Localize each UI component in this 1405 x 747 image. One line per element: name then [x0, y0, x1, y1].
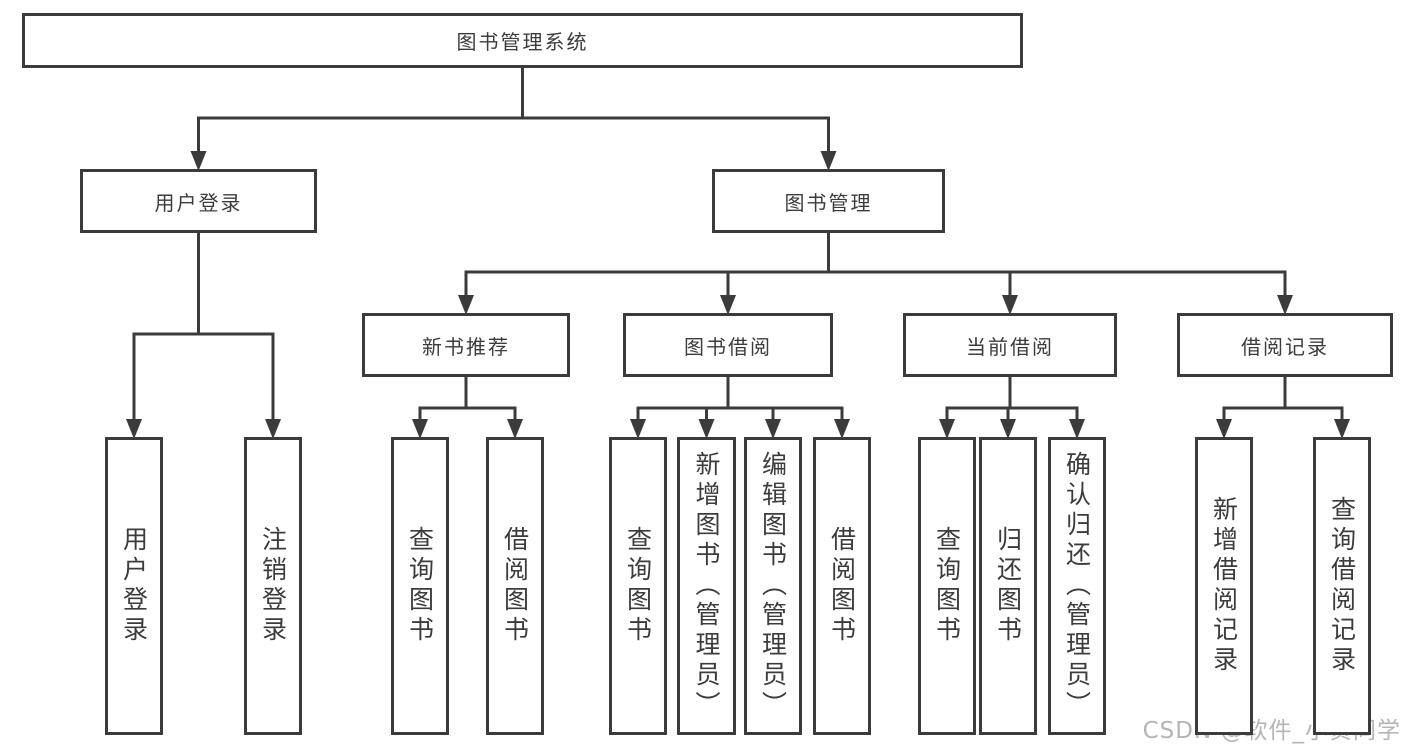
node-br-add-record: 新增借阅记录 — [1195, 437, 1253, 735]
node-root: 图书管理系统 — [22, 13, 1023, 68]
node-br-query-record: 查询借阅记录 — [1313, 437, 1371, 735]
node-bb-edit-books: 编辑图书（管理员） — [744, 437, 802, 735]
arrowhead-icon — [190, 151, 207, 171]
node-nb-borrow-books: 借阅图书 — [486, 437, 544, 735]
arrowhead-icon — [698, 419, 715, 439]
node-nb-query-books: 查询图书 — [391, 437, 449, 735]
arrowhead-icon — [1069, 419, 1085, 439]
node-book-mgmt: 图书管理 — [712, 169, 945, 233]
arrowhead-icon — [458, 295, 474, 315]
node-label: 编辑图书（管理员） — [758, 451, 788, 721]
node-leaf-logout: 注销登录 — [244, 437, 302, 735]
arrowhead-icon — [765, 419, 781, 439]
node-label: 新增借阅记录 — [1209, 496, 1239, 676]
node-label: 用户登录 — [119, 526, 149, 646]
node-label: 查询借阅记录 — [1327, 496, 1357, 676]
node-cb-return-books: 归还图书 — [979, 437, 1037, 735]
node-label: 图书管理系统 — [456, 30, 589, 54]
node-label: 图书管理 — [784, 190, 873, 215]
node-label: 确认归还（管理员） — [1062, 451, 1092, 721]
node-bb-borrow-books: 借阅图书 — [813, 437, 871, 735]
node-current-borrow: 当前借阅 — [903, 313, 1117, 377]
arrowhead-icon — [1216, 419, 1232, 439]
arrowhead-icon — [1277, 295, 1293, 315]
node-bb-add-books: 新增图书（管理员） — [677, 437, 736, 735]
node-user-login: 用户登录 — [80, 169, 317, 233]
arrowhead-icon — [412, 419, 428, 439]
node-label: 新增图书（管理员） — [692, 451, 721, 721]
node-label: 借阅图书 — [827, 526, 857, 646]
arrowhead-icon — [820, 151, 837, 171]
node-label: 注销登录 — [258, 526, 288, 646]
node-label: 用户登录 — [154, 190, 243, 215]
arrowhead-icon — [720, 295, 736, 315]
node-label: 归还图书 — [993, 526, 1023, 646]
node-label: 查询图书 — [623, 526, 653, 646]
node-bb-query-books: 查询图书 — [609, 437, 667, 735]
node-book-borrow: 图书借阅 — [623, 313, 833, 377]
arrowhead-icon — [939, 419, 955, 439]
node-label: 查询图书 — [405, 526, 435, 646]
node-label: 借阅图书 — [500, 526, 530, 646]
arrowhead-icon — [265, 419, 281, 439]
arrowhead-icon — [126, 419, 142, 439]
node-new-book-rec: 新书推荐 — [362, 313, 570, 377]
arrowhead-icon — [1334, 419, 1350, 439]
node-label: 新书推荐 — [422, 334, 510, 359]
node-borrow-records: 借阅记录 — [1177, 313, 1393, 377]
node-label: 借阅记录 — [1241, 334, 1329, 359]
arrowhead-icon — [834, 419, 850, 439]
node-leaf-user-login: 用户登录 — [105, 437, 163, 735]
arrowhead-icon — [507, 419, 523, 439]
node-cb-query-books: 查询图书 — [918, 437, 976, 735]
arrowhead-icon — [1002, 295, 1018, 315]
node-label: 图书借阅 — [684, 334, 772, 359]
node-label: 当前借阅 — [966, 334, 1054, 359]
node-cb-confirm-return: 确认归还（管理员） — [1048, 437, 1106, 735]
node-label: 查询图书 — [932, 526, 962, 646]
arrowhead-icon — [630, 419, 646, 439]
arrowhead-icon — [1000, 419, 1016, 439]
